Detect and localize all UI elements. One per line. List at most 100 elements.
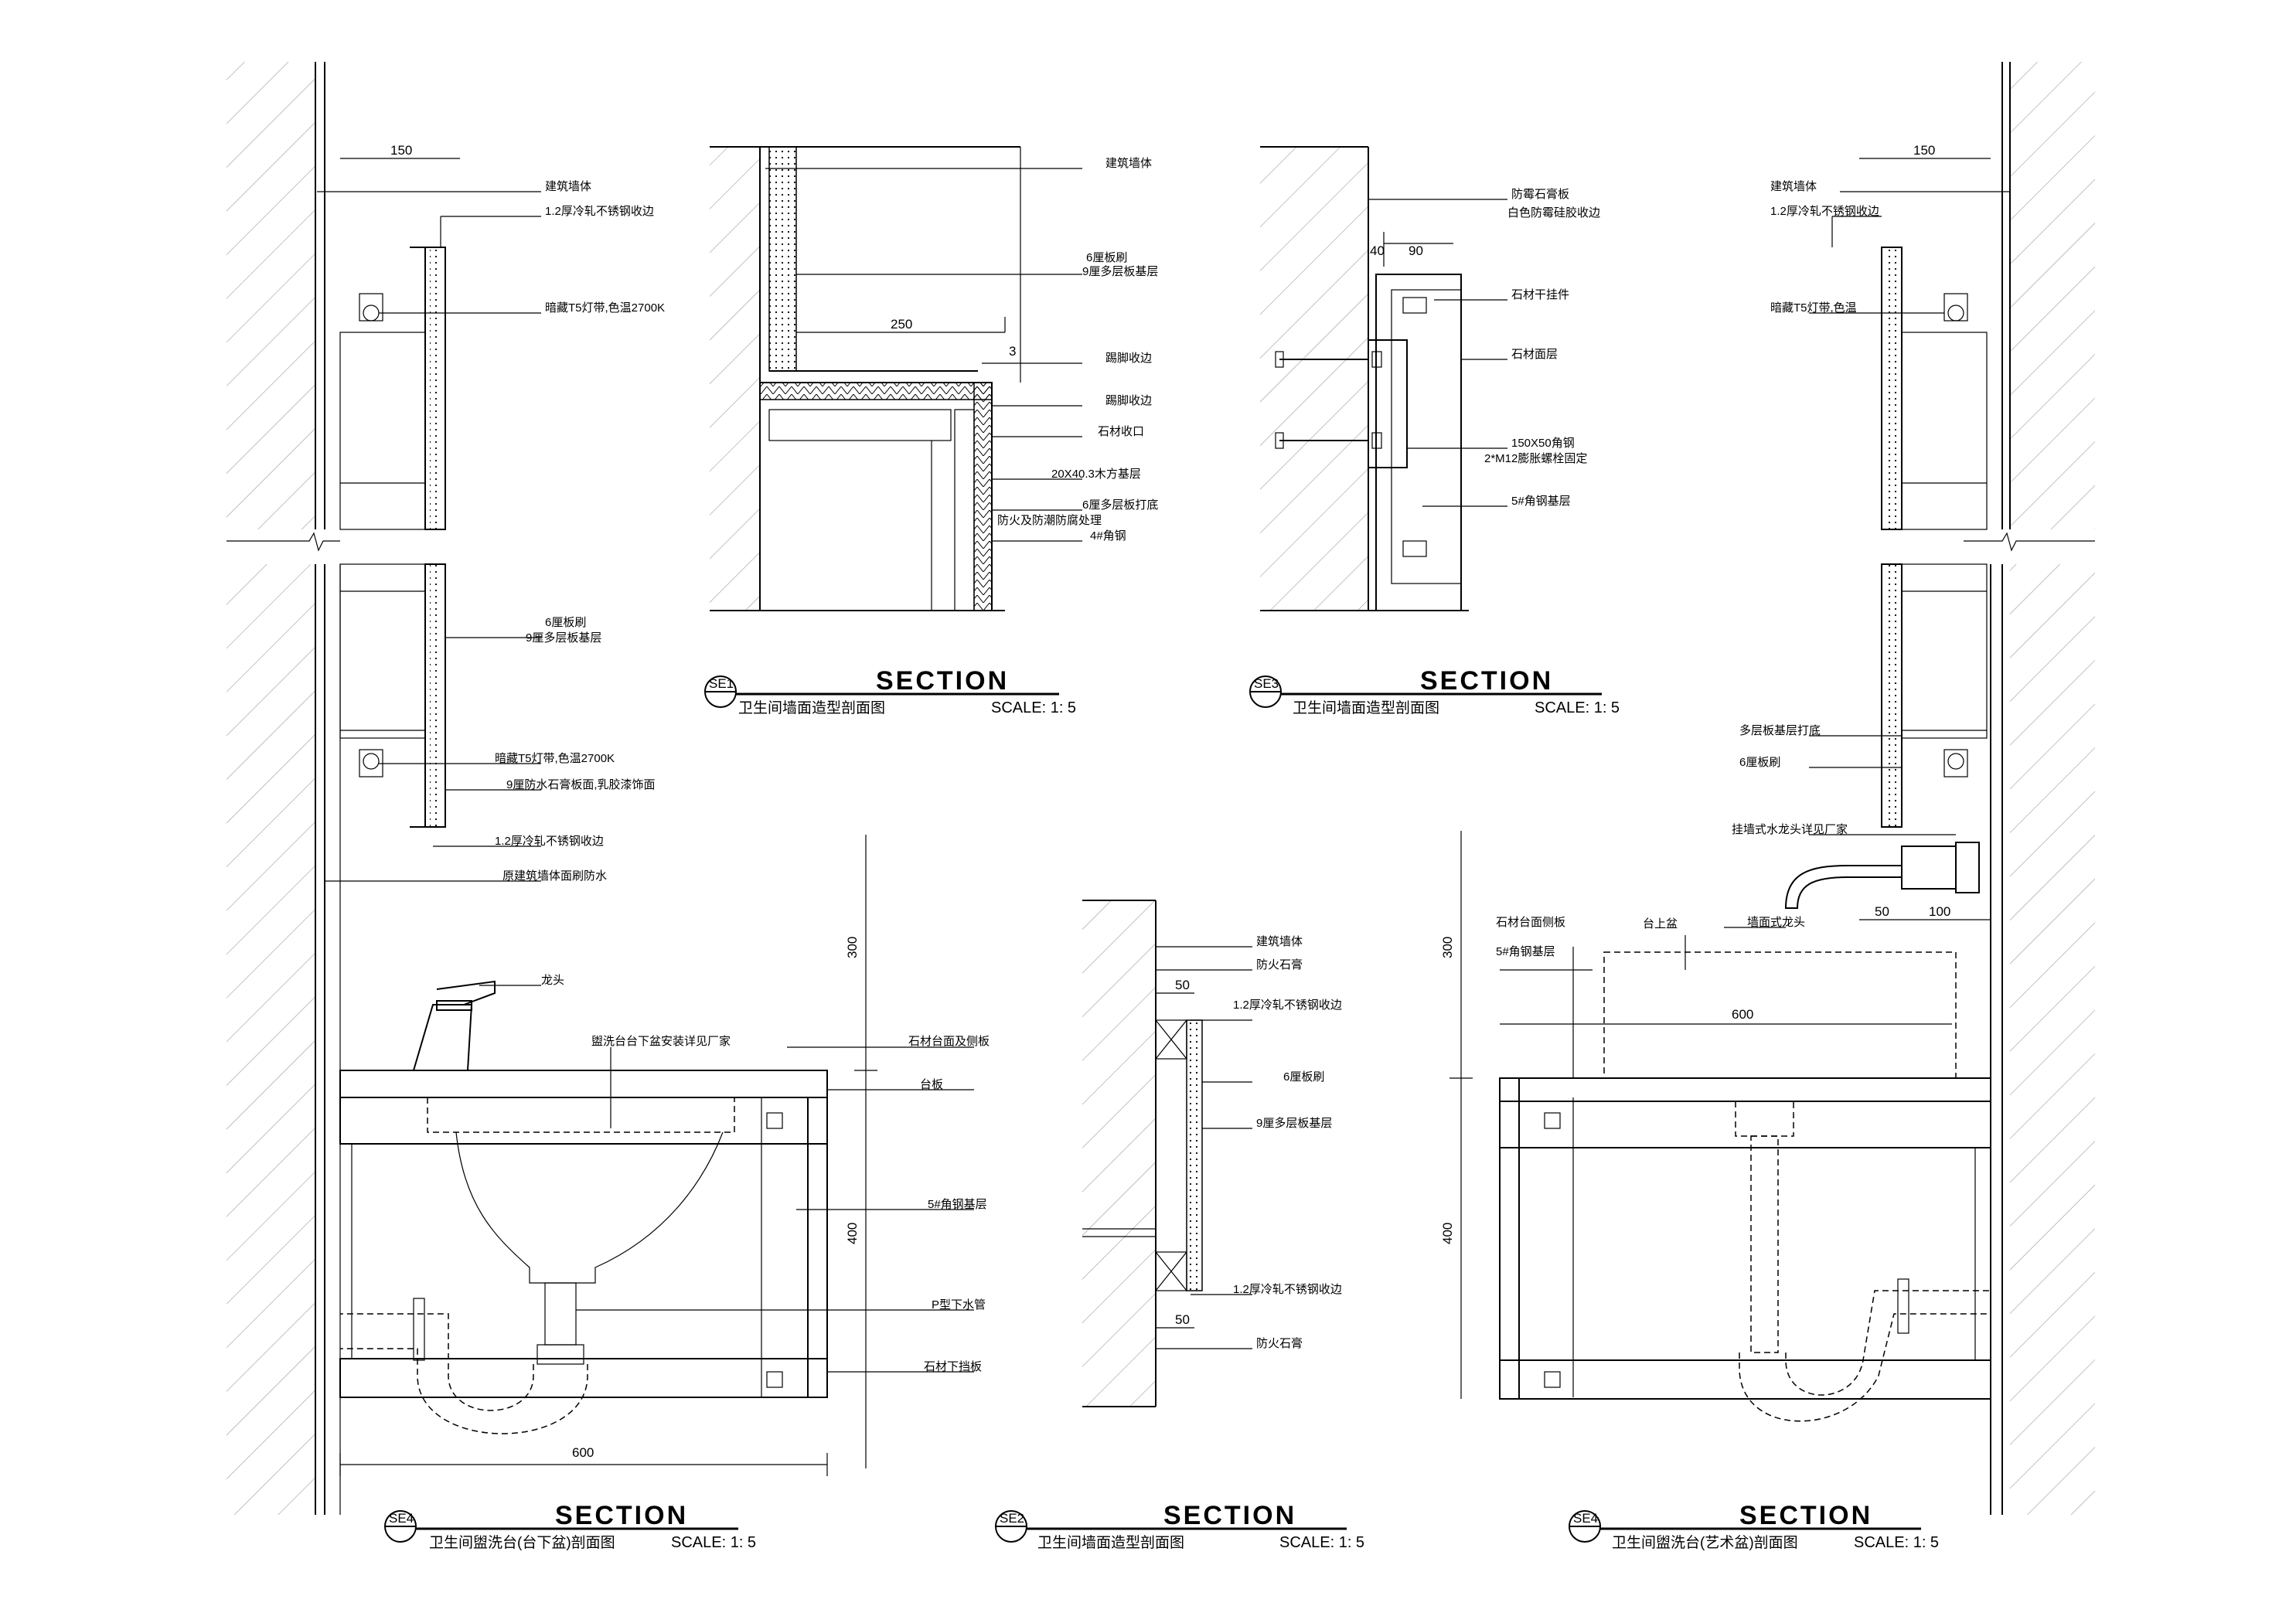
- se4a-dim-3: 600: [572, 1445, 594, 1460]
- se2-dim-1: 50: [1175, 1312, 1190, 1327]
- se1-label-5: 石材收口: [1098, 425, 1144, 438]
- se4a-dim-1: 300: [845, 937, 860, 958]
- se4b-drawing: [1449, 62, 2095, 1515]
- se3-label-3: 石材面层: [1511, 348, 1558, 361]
- se4a-tag: SE4: [389, 1511, 414, 1526]
- se4a-label-10: 盥洗台台下盆安装详见厂家: [591, 1035, 731, 1048]
- se1-label-4: 踢脚收边: [1105, 394, 1152, 407]
- se2-label-2: 1.2厚冷轧不锈钢收边: [1233, 999, 1342, 1012]
- se2-labels: 建筑墙体 防火石膏 1.2厚冷轧不锈钢收边 6厘板刷 9厘多层板基层 1.2厚冷…: [1233, 935, 1342, 1350]
- title-se4b: SE4 SECTION 卫生间盥洗台(艺术盆)剖面图 SCALE: 1: 5: [1569, 1501, 1939, 1551]
- se4a-label-13: 5#角钢基层: [928, 1198, 987, 1211]
- se3-label-1: 白色防霉硅胶收边: [1507, 206, 1600, 219]
- dimension-texts: 150 300 400 600 250 3 40 90 50 50 150 50…: [390, 143, 1950, 1460]
- se4b-label-7: 台上盆: [1643, 917, 1678, 931]
- se4a-label-3: 6厘板刷: [545, 615, 586, 629]
- se4b-dim-0: 150: [1913, 143, 1935, 158]
- title-se1: SE1 SECTION 卫生间墙面造型剖面图 SCALE: 1: 5: [704, 666, 1076, 716]
- se1-tag: SE1: [709, 676, 734, 691]
- se4b-labels: 建筑墙体 1.2厚冷轧不锈钢收边 暗藏T5灯带,色温 多层板基层打底 6厘板刷 …: [1496, 180, 1879, 958]
- se4b-heading: SECTION: [1739, 1501, 1872, 1530]
- se2-tag: SE2: [1000, 1511, 1024, 1526]
- se1-dim-1: 3: [1009, 344, 1016, 359]
- se4a-label-11: 石材台面及侧板: [908, 1034, 990, 1048]
- se4b-label-9: 5#角钢基层: [1496, 945, 1555, 958]
- se1-labels: 建筑墙体 6厘板刷 9厘多层板基层 踢脚收边 踢脚收边 石材收口 20X40.3…: [997, 157, 1158, 543]
- se1-label-8: 防火及防潮防腐处理: [997, 513, 1102, 527]
- se4b-label-6: 墙面式龙头: [1747, 916, 1805, 929]
- se2-label-0: 建筑墙体: [1256, 935, 1303, 948]
- se3-drawing: [1260, 146, 1507, 611]
- title-se3: SE3 SECTION 卫生间墙面造型剖面图 SCALE: 1: 5: [1249, 666, 1620, 716]
- se3-tag: SE3: [1254, 676, 1279, 691]
- se1-dim-0: 250: [891, 317, 912, 332]
- se4a-label-15: 石材下挡板: [924, 1359, 982, 1373]
- se4a-label-8: 原建筑墙体面刷防水: [502, 869, 607, 883]
- se4b-dim-4: 600: [1732, 1007, 1753, 1022]
- se4a-label-1: 1.2厚冷轧不锈钢收边: [545, 205, 654, 218]
- se2-label-6: 防火石膏: [1256, 1337, 1303, 1350]
- se1-label-6: 20X40.3木方基层: [1051, 468, 1141, 481]
- se2-label-1: 防火石膏: [1256, 958, 1303, 971]
- se1-drawing: [710, 146, 1082, 611]
- se1-label-3: 踢脚收边: [1105, 352, 1152, 365]
- se3-label-4: 150X50角钢: [1511, 437, 1575, 450]
- se1-label-9: 4#角钢: [1090, 529, 1126, 543]
- se1-label-2: 9厘多层板基层: [1082, 264, 1158, 278]
- se3-label-2: 石材干挂件: [1511, 288, 1569, 301]
- se4b-label-4: 6厘板刷: [1739, 755, 1780, 769]
- se2-label-3: 6厘板刷: [1283, 1070, 1324, 1084]
- se4a-label-0: 建筑墙体: [545, 180, 591, 193]
- title-se4a: SE4 SECTION 卫生间盥洗台(台下盆)剖面图 SCALE: 1: 5: [384, 1501, 756, 1551]
- se4a-label-9: 龙头: [541, 974, 564, 987]
- se4b-subtitle: 卫生间盥洗台(艺术盆)剖面图: [1612, 1534, 1798, 1551]
- se3-label-6: 5#角钢基层: [1511, 495, 1571, 508]
- se3-heading: SECTION: [1420, 666, 1553, 696]
- se4b-dim-1: 50: [1875, 904, 1889, 919]
- se4a-label-14: P型下水管: [932, 1298, 986, 1312]
- se4a-label-5: 暗藏T5灯带,色温2700K: [495, 752, 615, 765]
- se4b-label-0: 建筑墙体: [1770, 180, 1817, 193]
- se4a-drawing: [227, 62, 974, 1515]
- se4b-dim-5: 400: [1440, 1223, 1455, 1244]
- se4a-scale: SCALE: 1: 5: [671, 1534, 756, 1551]
- se4a-label-12: 台板: [920, 1077, 943, 1091]
- se4b-label-3: 多层板基层打底: [1739, 723, 1821, 737]
- se3-dim-1: 90: [1409, 243, 1423, 258]
- se1-label-0: 建筑墙体: [1105, 157, 1152, 170]
- se4a-labels: 建筑墙体 1.2厚冷轧不锈钢收边 暗藏T5灯带,色温2700K 6厘板刷 9厘多…: [495, 180, 990, 1373]
- se4b-scale: SCALE: 1: 5: [1854, 1534, 1939, 1551]
- se1-heading: SECTION: [876, 666, 1009, 696]
- se2-drawing: [1082, 900, 1252, 1407]
- se1-scale: SCALE: 1: 5: [991, 699, 1076, 716]
- title-se2: SE2 SECTION 卫生间墙面造型剖面图 SCALE: 1: 5: [995, 1501, 1364, 1551]
- se4a-label-2: 暗藏T5灯带,色温2700K: [545, 301, 665, 315]
- se4a-heading: SECTION: [555, 1501, 688, 1530]
- se4b-tag: SE4: [1573, 1511, 1598, 1526]
- se3-label-0: 防霉石膏板: [1511, 187, 1569, 201]
- se4a-subtitle: 卫生间盥洗台(台下盆)剖面图: [429, 1534, 615, 1551]
- se4b-dim-3: 300: [1440, 937, 1455, 958]
- se4b-label-2: 暗藏T5灯带,色温: [1770, 301, 1857, 315]
- se3-subtitle: 卫生间墙面造型剖面图: [1293, 699, 1439, 716]
- se1-label-1: 6厘板刷: [1086, 250, 1127, 264]
- se1-subtitle: 卫生间墙面造型剖面图: [738, 699, 885, 716]
- se2-label-5: 1.2厚冷轧不锈钢收边: [1233, 1283, 1342, 1296]
- se2-scale: SCALE: 1: 5: [1279, 1534, 1364, 1551]
- se4a-dim-0: 150: [390, 143, 412, 158]
- se2-subtitle: 卫生间墙面造型剖面图: [1037, 1534, 1184, 1551]
- se2-dim-0: 50: [1175, 978, 1190, 992]
- se4b-label-8: 石材台面侧板: [1496, 915, 1565, 929]
- se4a-dim-2: 400: [845, 1223, 860, 1244]
- se4a-label-4: 9厘多层板基层: [526, 631, 601, 645]
- se2-heading: SECTION: [1163, 1501, 1296, 1530]
- se4a-label-7: 1.2厚冷轧不锈钢收边: [495, 835, 604, 848]
- se3-label-5: 2*M12膨胀螺栓固定: [1484, 452, 1587, 465]
- se4b-dim-2: 100: [1929, 904, 1950, 919]
- se2-label-4: 9厘多层板基层: [1256, 1116, 1332, 1130]
- se4b-label-5: 挂墙式水龙头详见厂家: [1732, 823, 1848, 836]
- se4a-label-6: 9厘防水石膏板面,乳胶漆饰面: [506, 777, 656, 791]
- se1-label-7: 6厘多层板打底: [1082, 498, 1158, 512]
- se4b-label-1: 1.2厚冷轧不锈钢收边: [1770, 205, 1879, 218]
